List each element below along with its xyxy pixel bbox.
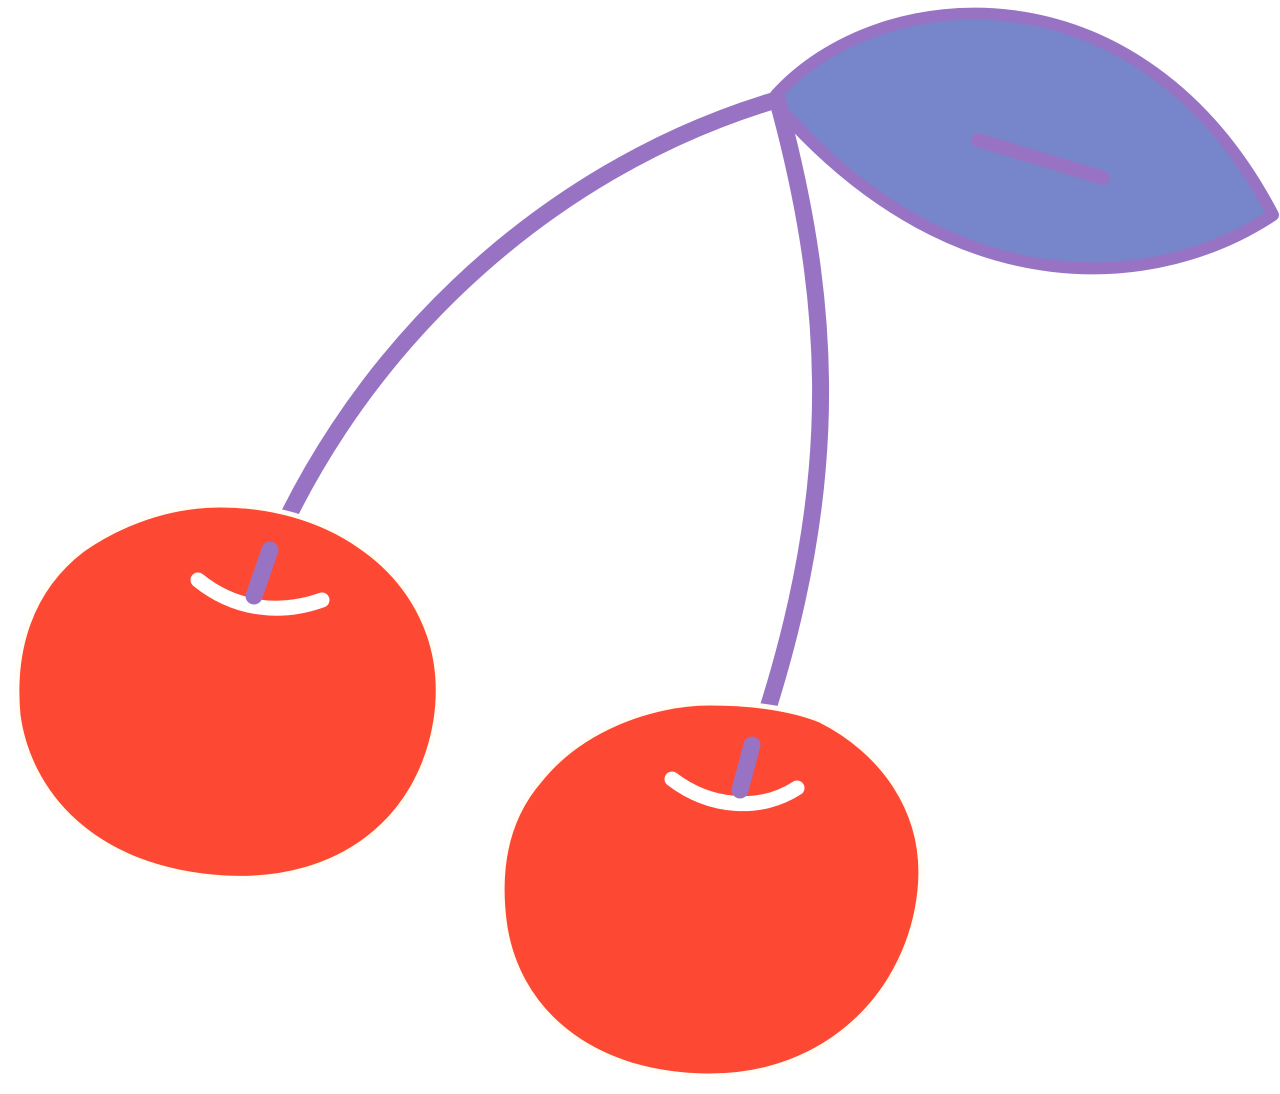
leaf (770, 7, 1279, 275)
left-stem (245, 91, 785, 605)
right-cherry (499, 700, 924, 1079)
left-cherry-highlight (190, 572, 330, 616)
right-cherry-highlight (664, 771, 805, 812)
right-stem-tip (731, 736, 761, 799)
stems (245, 91, 830, 799)
leaf-blade (770, 7, 1279, 275)
leaf-vein (971, 133, 1110, 185)
left-cherry-body (14, 502, 441, 881)
right-cherry-body (499, 700, 924, 1079)
right-stem (731, 93, 830, 799)
left-stem-tip (245, 541, 279, 605)
left-cherry (14, 502, 441, 881)
